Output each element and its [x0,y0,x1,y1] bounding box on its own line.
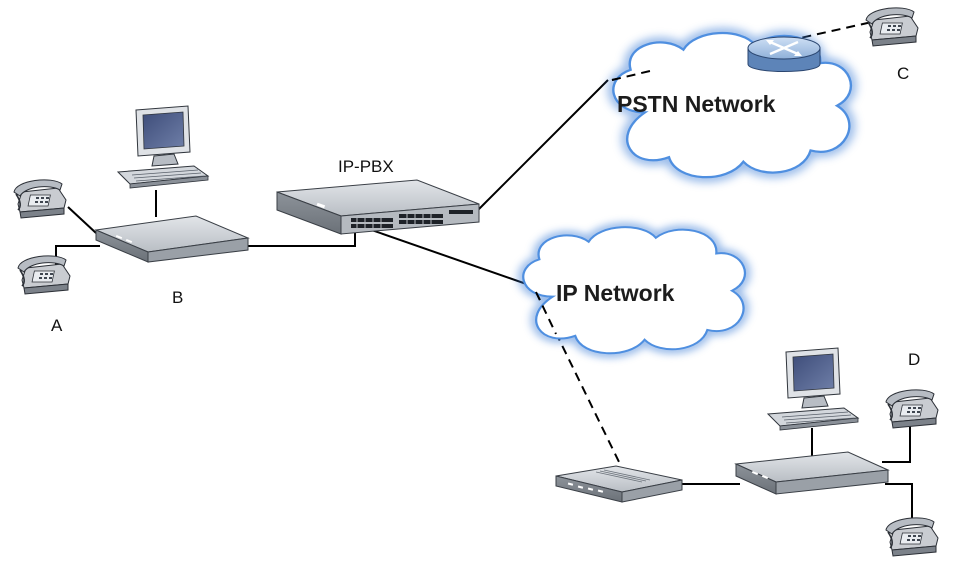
link-switch-b-pbx [248,228,356,247]
link-pbx-ip-network [362,226,536,288]
node-label-b: B [172,288,184,307]
ip-pbx-label: IP-PBX [338,157,394,176]
telephone-c-icon [865,7,919,47]
telephone-d-upper-icon [885,389,939,429]
telephone-d-lower-icon [885,517,939,557]
broadband-modem-icon [555,465,683,503]
pstn-network-label: PSTN Network [617,91,776,117]
telephone-a-icon [17,255,71,295]
network-switch-d-icon [734,451,890,495]
link-phone-top-switch-b [67,206,97,234]
network-switch-b-icon [94,215,250,263]
ip-pbx-icon [276,179,480,235]
node-label-d: D [908,350,921,369]
link-switch-d-phone-bottom [885,483,913,522]
router-icon [747,36,821,72]
link-pbx-pstn [469,79,609,219]
node-label-c: C [897,64,910,83]
computer-d-icon [767,347,859,431]
computer-b-icon [117,105,209,189]
node-label-a: A [51,316,63,335]
telephone-top-left-icon [13,179,67,219]
ip-network-label: IP Network [556,280,675,306]
